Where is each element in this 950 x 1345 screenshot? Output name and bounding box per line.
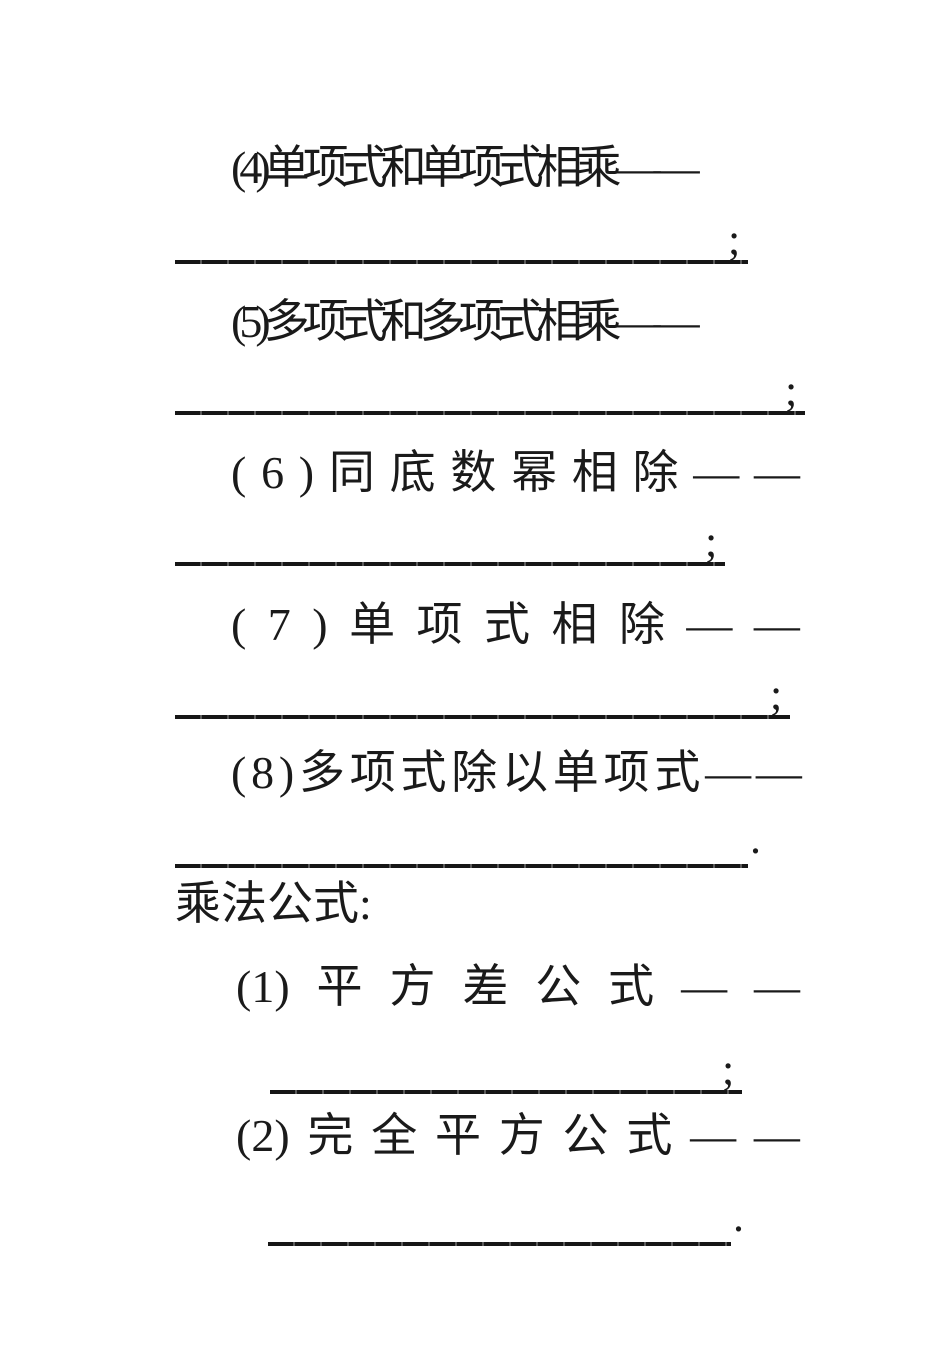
heading-glyph: 相	[571, 447, 618, 498]
item-5-blank-rule	[175, 411, 805, 415]
item-7-blank: ;	[175, 670, 790, 719]
heading-glyph: 项	[349, 747, 396, 798]
heading-glyph: 差	[462, 961, 509, 1012]
heading-glyph: (2)	[236, 1110, 290, 1161]
formula-2-heading: (2) 完全平方公式 — —	[236, 1106, 800, 1166]
heading-glyph: 公	[535, 961, 582, 1012]
heading-glyph: 方	[498, 1110, 545, 1161]
heading-glyph: 完	[307, 1110, 354, 1161]
heading-glyph: 单	[552, 747, 599, 798]
heading-glyph: )	[298, 447, 315, 498]
heading-glyph: 6	[261, 447, 285, 498]
item-8-blank: .	[175, 814, 761, 868]
heading-glyph: 项	[603, 747, 650, 798]
formula-1-blank: ;	[270, 1045, 742, 1094]
heading-glyph: 平	[316, 961, 363, 1012]
heading-glyph: —	[690, 1110, 737, 1161]
heading-glyph: —	[705, 747, 752, 798]
item-6-blank: ;	[175, 517, 725, 566]
heading-glyph: 7	[267, 599, 291, 650]
heading-glyph: 方	[389, 961, 436, 1012]
heading-glyph: 单	[349, 599, 396, 650]
heading-glyph: —	[753, 961, 800, 1012]
heading-glyph: (	[231, 599, 247, 650]
heading-glyph: 平	[434, 1110, 481, 1161]
heading-glyph: 式	[484, 599, 530, 650]
item-4-heading: (4)单项式和单项式相乘——	[231, 142, 700, 193]
heading-glyph: 多	[298, 747, 345, 798]
heading-glyph: 相	[551, 599, 598, 650]
formula-1-heading: (1) 平方差公式 — —	[236, 957, 800, 1017]
item-4-blank: ;	[175, 215, 748, 264]
heading-glyph: 式	[626, 1110, 673, 1161]
heading-glyph: 8	[251, 747, 275, 798]
heading-glyph: 除	[451, 747, 498, 798]
item-5-punctuation: ;	[785, 366, 798, 415]
formula-2-blank: .	[268, 1192, 744, 1246]
heading-glyph: 公	[562, 1110, 609, 1161]
heading-glyph: —	[755, 747, 802, 798]
heading-glyph: —	[753, 1110, 800, 1161]
heading-glyph: (	[231, 747, 247, 798]
heading-glyph: 数	[450, 447, 497, 498]
item-8-punctuation: .	[750, 814, 761, 863]
heading-glyph: —	[693, 447, 740, 498]
heading-glyph: )	[278, 747, 295, 798]
item-5-blank: ;	[175, 366, 805, 415]
heading-glyph: 底	[389, 447, 436, 498]
item-5-heading: (5)多项式和多项式相乘——	[231, 296, 700, 347]
heading-glyph: —	[754, 447, 800, 498]
item-4-blank-rule	[175, 260, 748, 264]
section-label-multiplication-formulas: 乘法公式:	[175, 878, 372, 929]
heading-glyph: (1)	[236, 961, 290, 1012]
heading-glyph: 全	[371, 1110, 418, 1161]
heading-glyph: 项	[416, 599, 463, 650]
formula-2-blank-rule	[268, 1242, 731, 1246]
heading-glyph: 除	[618, 599, 665, 650]
item-8-blank-rule	[175, 864, 748, 868]
item-6-heading: (6) 同底数幂相除 — —	[231, 443, 800, 503]
formula-1-punctuation: ;	[722, 1045, 735, 1094]
heading-glyph: )	[312, 599, 328, 650]
item-8-heading: (8)多项式除以单项式——	[231, 743, 802, 803]
heading-glyph: 同	[328, 447, 375, 498]
item-6-blank-rule	[175, 562, 725, 566]
heading-glyph: 式	[400, 747, 447, 798]
heading-glyph: 式	[608, 961, 655, 1012]
item-4-punctuation: ;	[728, 215, 741, 264]
heading-glyph: 式	[654, 747, 701, 798]
heading-glyph: —	[753, 599, 800, 650]
heading-glyph: (	[231, 447, 247, 498]
heading-glyph: 以	[502, 747, 549, 798]
formula-2-punctuation: .	[733, 1192, 744, 1241]
heading-glyph: 幂	[511, 447, 558, 498]
item-6-punctuation: ;	[705, 517, 718, 566]
item-7-blank-rule	[175, 715, 790, 719]
heading-glyph: —	[686, 599, 733, 650]
item-7-heading: (7) 单项式相除 — —	[231, 595, 800, 655]
heading-glyph: —	[681, 961, 728, 1012]
item-7-punctuation: ;	[770, 670, 783, 719]
heading-glyph: 除	[632, 447, 679, 498]
formula-1-blank-rule	[270, 1090, 742, 1094]
